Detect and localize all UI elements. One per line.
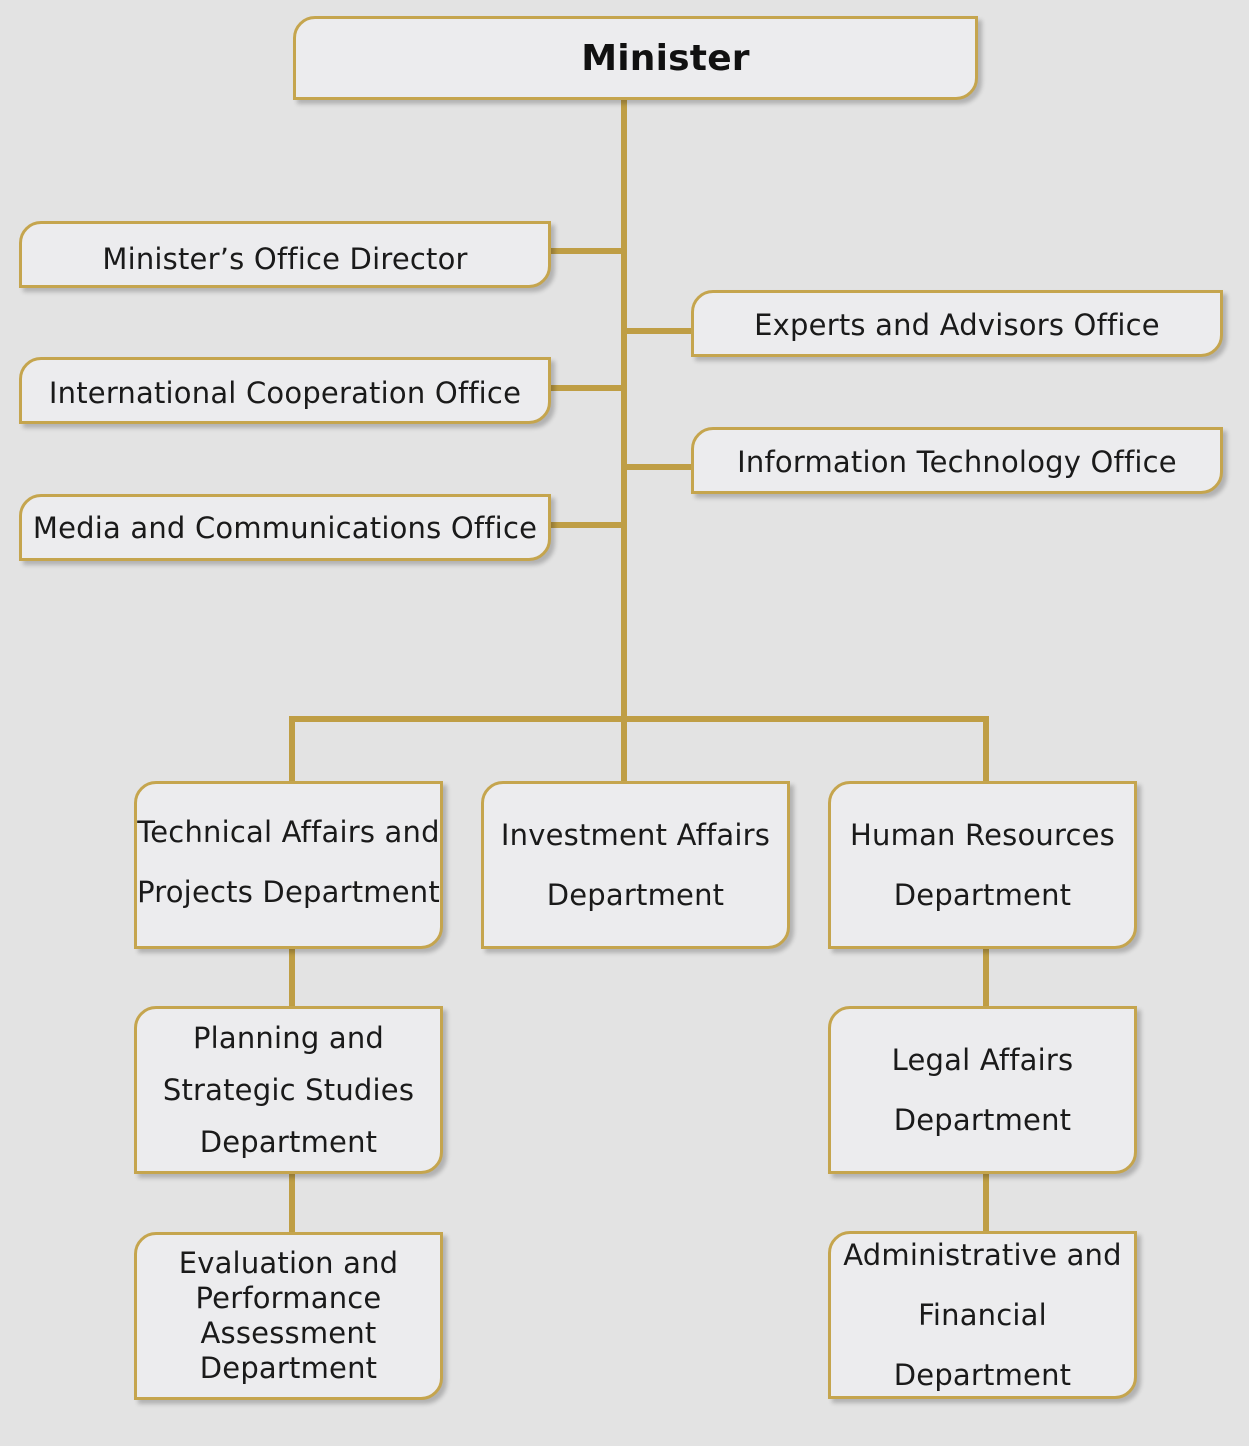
technical-affairs-projects-department-box: Technical Affairs and Projects Departmen…: [134, 781, 443, 949]
international-cooperation-office-box: International Cooperation Office: [19, 357, 551, 424]
human-resources-department-box: Human Resources Department: [828, 781, 1137, 949]
information-technology-office-box: Information Technology Office: [691, 427, 1223, 494]
human-resources-department-label: Human Resources Department: [850, 818, 1115, 912]
evaluation-performance-assessment-department-box: Evaluation and Performance Assessment De…: [134, 1232, 443, 1400]
connector-experts-advisors: [624, 328, 693, 334]
administrative-financial-department-box: Administrative and Financial Department: [828, 1231, 1137, 1399]
planning-strategic-studies-department-box: Planning and Strategic Studies Departmen…: [134, 1006, 443, 1174]
connector-ministers-office-director: [549, 248, 624, 254]
experts-advisors-office-label: Experts and Advisors Office: [754, 307, 1160, 342]
experts-advisors-office-box: Experts and Advisors Office: [691, 290, 1223, 357]
ministers-office-director-box: Minister’s Office Director: [19, 221, 551, 288]
minister-label: Minister: [581, 37, 750, 79]
main-trunk-line: [621, 98, 627, 782]
technical-affairs-projects-department-label: Technical Affairs and Projects Departmen…: [137, 815, 440, 909]
connector-right-drop: [983, 716, 989, 782]
connector-media-communications: [549, 522, 624, 528]
departments-horizontal-line: [289, 716, 989, 722]
information-technology-office-label: Information Technology Office: [737, 444, 1177, 479]
media-communications-office-box: Media and Communications Office: [19, 494, 551, 561]
connector-planning-to-evaluation: [289, 1172, 295, 1233]
connector-information-technology: [624, 464, 693, 470]
connector-left-drop: [289, 716, 295, 782]
investment-affairs-department-label: Investment Affairs Department: [500, 818, 771, 912]
investment-affairs-department-box: Investment Affairs Department: [481, 781, 790, 949]
minister-box: Minister: [293, 16, 978, 100]
planning-strategic-studies-department-label: Planning and Strategic Studies Departmen…: [162, 1021, 415, 1159]
connector-hr-to-legal: [983, 947, 989, 1007]
evaluation-performance-assessment-department-label: Evaluation and Performance Assessment De…: [178, 1246, 399, 1385]
legal-affairs-department-label: Legal Affairs Department: [891, 1043, 1074, 1137]
administrative-financial-department-label: Administrative and Financial Department: [843, 1238, 1122, 1392]
legal-affairs-department-box: Legal Affairs Department: [828, 1006, 1137, 1174]
connector-international-cooperation: [549, 385, 624, 391]
connector-technical-to-planning: [289, 947, 295, 1007]
media-communications-office-label: Media and Communications Office: [32, 510, 538, 545]
connector-legal-to-admin: [983, 1172, 989, 1233]
international-cooperation-office-label: International Cooperation Office: [48, 375, 522, 410]
ministers-office-director-label: Minister’s Office Director: [102, 241, 468, 276]
